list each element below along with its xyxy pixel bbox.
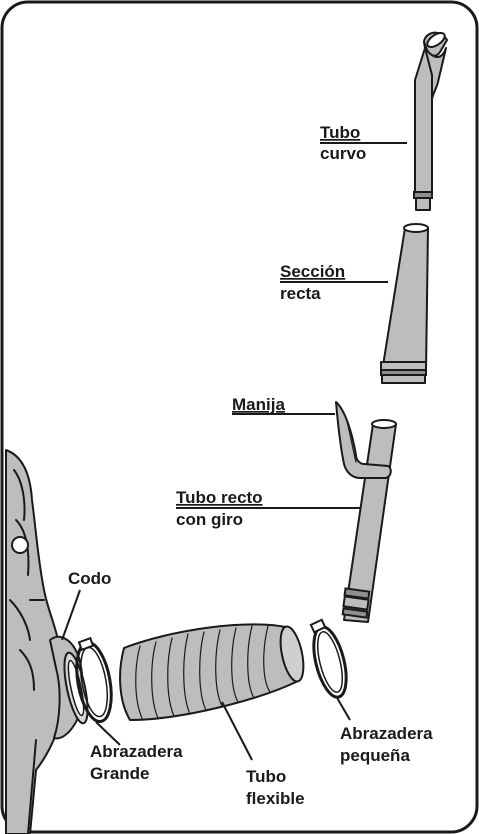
label-abrazadera-grande-line2: Grande	[90, 764, 150, 783]
codo-part	[49, 635, 89, 740]
label-abrazadera-grande-line1: Abrazadera	[90, 742, 183, 761]
tubo-flexible-part	[119, 623, 305, 721]
label-tubo-flexible-line2: flexible	[246, 789, 305, 808]
seccion-recta-part	[380, 223, 429, 384]
label-tubo-curvo-line2: curvo	[320, 144, 366, 163]
label-manija: Manija	[232, 395, 285, 414]
label-tubo-flexible-line1: Tubo	[246, 767, 286, 786]
label-seccion-recta-line1: Sección	[280, 262, 345, 281]
label-tubo-recto-line2: con giro	[176, 510, 243, 529]
leader-abrazadera-grande	[95, 721, 121, 746]
leader-tubo-flexible	[221, 701, 253, 761]
leader-codo	[61, 589, 81, 641]
leader-abrazadera-pequena	[335, 695, 351, 721]
vacuum-body	[5, 449, 64, 834]
label-codo: Codo	[68, 569, 111, 588]
label-abrazadera-pequena-line2: pequeña	[340, 746, 410, 765]
label-tubo-curvo-line1: Tubo	[320, 123, 360, 142]
label-abrazadera-pequena-line1: Abrazadera	[340, 724, 433, 743]
manija-part	[335, 401, 392, 479]
label-seccion-recta-line2: recta	[280, 284, 321, 303]
abrazadera-pequena-part	[309, 618, 348, 699]
abrazadera-grande-part	[75, 636, 113, 723]
tubo-curvo-part	[413, 31, 448, 211]
label-tubo-recto-line1: Tubo recto	[176, 488, 263, 507]
